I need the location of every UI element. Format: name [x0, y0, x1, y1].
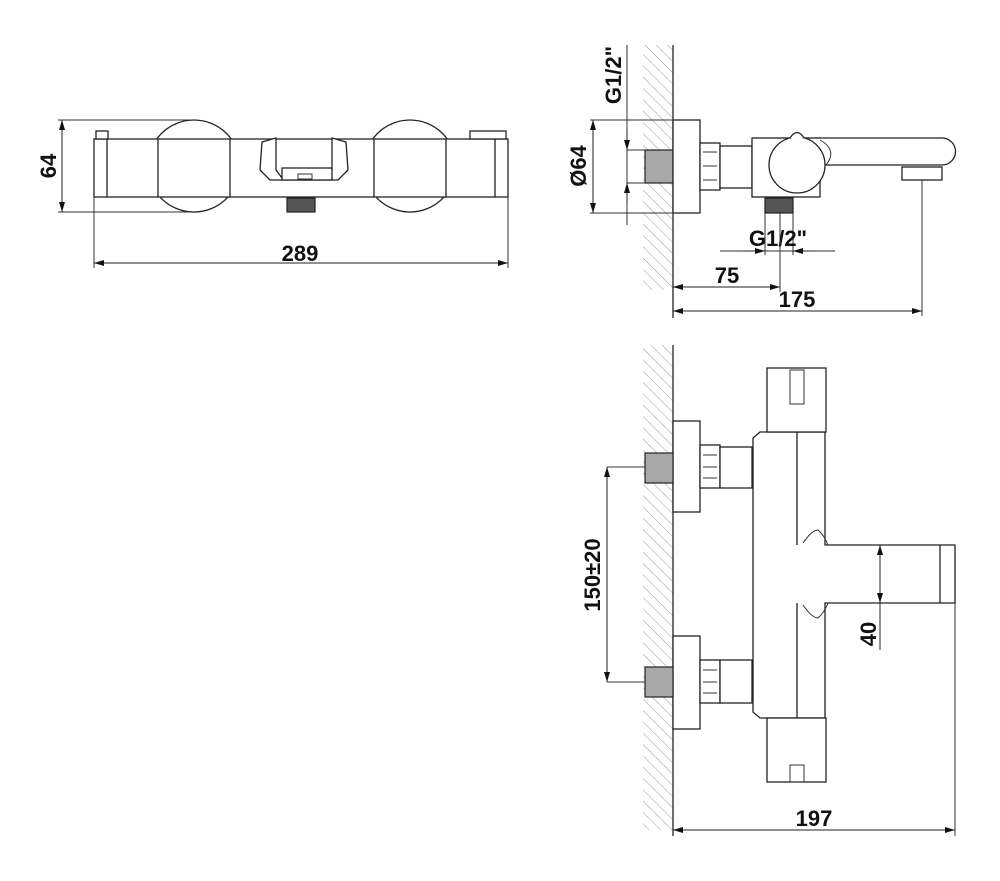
lower-inlet: [644, 666, 674, 698]
side-depth-label: 175: [779, 287, 816, 312]
spout-nozzle: [901, 166, 943, 181]
inlet-thread-label: G1/2": [601, 46, 626, 104]
top-view: 64 289: [36, 119, 509, 268]
spout-height-label: 40: [856, 622, 881, 646]
top-cap: [766, 367, 827, 433]
upper-inlet: [644, 452, 674, 484]
lower-flange: [672, 635, 701, 730]
mixer-body: [93, 138, 509, 198]
outlet-thread: [286, 197, 316, 213]
bottom-cap: [766, 717, 827, 783]
outlet-thread-side: [764, 197, 794, 214]
outlet-offset-label: 75: [715, 263, 739, 288]
left-end-cap: [95, 130, 109, 140]
side-view: G1/2" Ø64 G1/2" 75 175: [566, 45, 957, 318]
front-depth-label: 197: [796, 806, 833, 831]
flange-diameter-label: Ø64: [566, 144, 591, 186]
knob-side: [768, 136, 826, 194]
upper-flange: [672, 420, 701, 513]
body-front: [752, 431, 956, 719]
spout-side: [815, 137, 957, 166]
width-dimension-label: 289: [282, 241, 319, 266]
inlet-spacing-label: 150±20: [580, 538, 605, 611]
right-end-cap: [469, 130, 507, 140]
flange: [672, 119, 701, 214]
height-dimension-label: 64: [36, 153, 61, 178]
wall-hatch-front: [643, 345, 673, 830]
outlet-thread-label: G1/2": [749, 226, 807, 251]
front-view: 150±20 40 197: [580, 345, 956, 836]
diverter-handle: [259, 137, 349, 181]
top-cap-slot: [789, 369, 805, 405]
wall-inlet: [644, 149, 674, 184]
